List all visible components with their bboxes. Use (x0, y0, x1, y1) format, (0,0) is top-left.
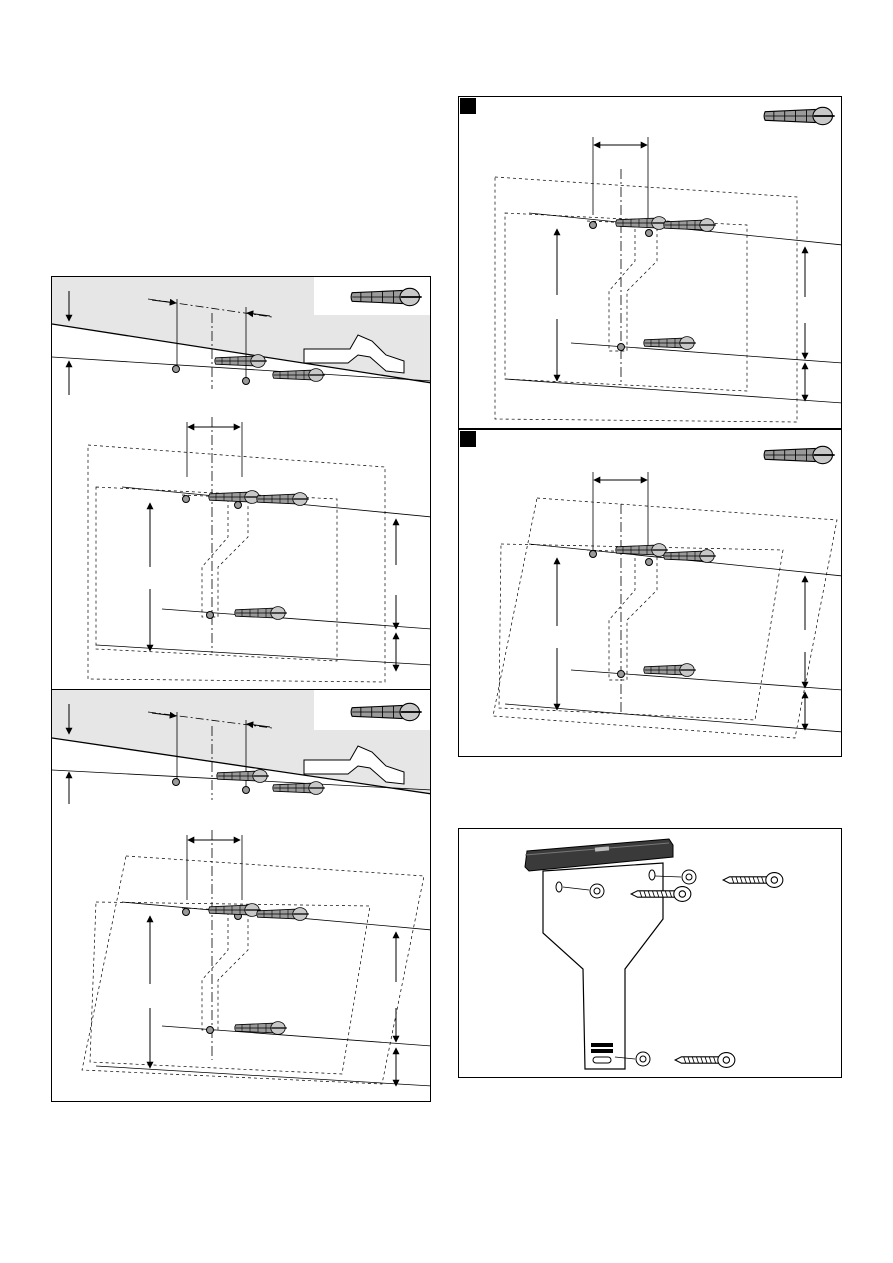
wall-bracket-panel-tilted (51, 689, 431, 1102)
bracket-assembly-panel (458, 828, 842, 1078)
level-template-diagram (459, 97, 842, 429)
washer-icon (682, 870, 696, 884)
tilted-template-diagram (459, 430, 842, 757)
level-wall-drilling-diagram (52, 277, 431, 690)
tilted-wall-drilling-diagram (52, 690, 431, 1102)
washer-icon (636, 1052, 650, 1066)
wall-plug-icon (764, 107, 835, 124)
wall-plug-icon (764, 446, 835, 463)
washer-icon (590, 884, 604, 898)
template-panel-level (458, 96, 842, 429)
wall-bracket-panel-level (51, 276, 431, 690)
bracket-assembly-diagram (459, 829, 842, 1078)
screw-icon (723, 873, 783, 888)
template-panel-tilted (458, 429, 842, 757)
screw-icon (675, 1053, 735, 1068)
